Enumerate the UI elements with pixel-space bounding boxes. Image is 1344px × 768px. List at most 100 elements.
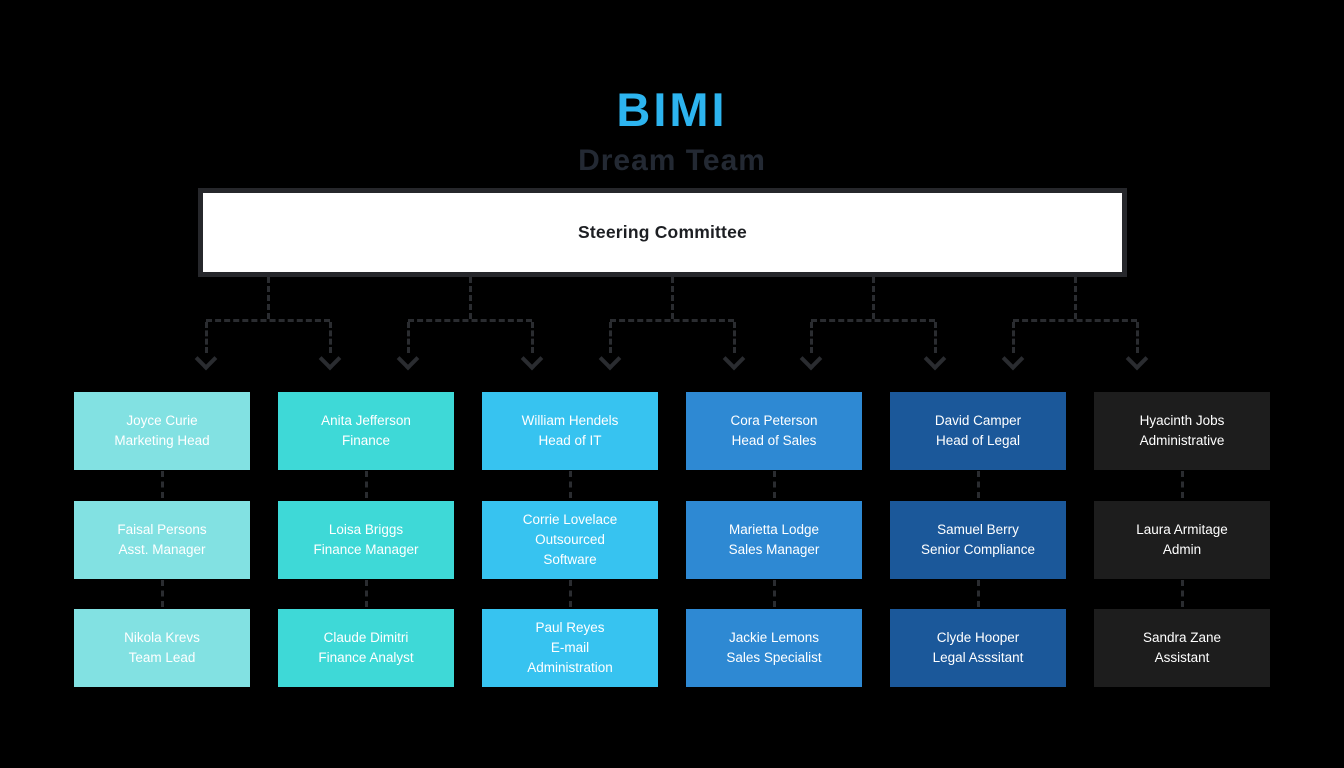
member-name: Sandra Zane xyxy=(1142,630,1222,645)
arrow-down-icon xyxy=(396,347,420,371)
member-card: Faisal Persons Asst. Manager xyxy=(74,501,250,579)
connector-horizontal-line xyxy=(408,319,532,322)
member-name: Marietta Lodge xyxy=(728,522,820,537)
member-role: Administrative xyxy=(1139,433,1225,448)
member-role: Finance Manager xyxy=(313,542,419,557)
arrow-down-icon xyxy=(1125,347,1149,371)
arrow-down-icon xyxy=(520,347,544,371)
connector-row-link xyxy=(1181,580,1184,607)
arrow-down-icon xyxy=(318,347,342,371)
connector-drop-line xyxy=(872,277,875,319)
member-name: Hyacinth Jobs xyxy=(1139,413,1225,428)
member-card: Hyacinth Jobs Administrative xyxy=(1094,392,1270,470)
connector-arrow-line xyxy=(329,322,332,353)
member-role: Senior Compliance xyxy=(920,542,1036,557)
member-role: Sales Specialist xyxy=(726,650,822,665)
connector-row-link xyxy=(569,580,572,607)
connector-horizontal-line xyxy=(811,319,935,322)
member-card: Corrie Lovelace Outsourced Software xyxy=(482,501,658,579)
connector-arrow-line xyxy=(1012,322,1015,353)
member-role: E-mail Administration xyxy=(527,640,613,675)
member-role: Outsourced Software xyxy=(535,532,605,567)
connector-arrow-line xyxy=(407,322,410,353)
member-role: Team Lead xyxy=(128,650,196,665)
arrow-down-icon xyxy=(923,347,947,371)
member-name: Samuel Berry xyxy=(937,522,1019,537)
member-name: Joyce Curie xyxy=(126,413,198,428)
member-card: Marietta Lodge Sales Manager xyxy=(686,501,862,579)
member-role: Asst. Manager xyxy=(118,542,206,557)
member-card: Sandra Zane Assistant xyxy=(1094,609,1270,687)
page-subtitle: Dream Team xyxy=(578,144,766,177)
connector-row-link xyxy=(773,580,776,607)
member-name: Clyde Hooper xyxy=(936,630,1020,645)
member-role: Legal Asssitant xyxy=(932,650,1024,665)
member-role: Head of Sales xyxy=(731,433,817,448)
connector-row-link xyxy=(365,580,368,607)
member-name: Faisal Persons xyxy=(117,522,207,537)
arrow-down-icon xyxy=(1001,347,1025,371)
member-name: Loisa Briggs xyxy=(328,522,404,537)
connector-arrow-line xyxy=(531,322,534,353)
member-role: Marketing Head xyxy=(114,433,210,448)
member-card: Clyde Hooper Legal Asssitant xyxy=(890,609,1066,687)
connector-horizontal-line xyxy=(610,319,734,322)
member-card: Jackie Lemons Sales Specialist xyxy=(686,609,862,687)
member-card: Nikola Krevs Team Lead xyxy=(74,609,250,687)
member-role: Sales Manager xyxy=(728,542,820,557)
connector-row-link xyxy=(773,471,776,498)
member-card: Joyce Curie Marketing Head xyxy=(74,392,250,470)
member-name: Anita Jefferson xyxy=(321,413,411,428)
member-card: William Hendels Head of IT xyxy=(482,392,658,470)
member-role: Finance Analyst xyxy=(318,650,414,665)
connector-arrow-line xyxy=(609,322,612,353)
arrow-down-icon xyxy=(722,347,746,371)
member-card: Anita Jefferson Finance xyxy=(278,392,454,470)
connector-horizontal-line xyxy=(1013,319,1137,322)
arrow-down-icon xyxy=(194,347,218,371)
connector-row-link xyxy=(977,580,980,607)
member-role: Assistant xyxy=(1154,650,1210,665)
connector-arrow-line xyxy=(733,322,736,353)
member-card: Loisa Briggs Finance Manager xyxy=(278,501,454,579)
member-role: Admin xyxy=(1162,542,1202,557)
member-role: Finance xyxy=(341,433,391,448)
member-role: Head of Legal xyxy=(935,433,1021,448)
steering-committee-box: Steering Committee xyxy=(198,188,1127,277)
connector-arrow-line xyxy=(205,322,208,353)
arrow-down-icon xyxy=(598,347,622,371)
member-card: David Camper Head of Legal xyxy=(890,392,1066,470)
connector-row-link xyxy=(1181,471,1184,498)
member-name: Jackie Lemons xyxy=(728,630,820,645)
connector-drop-line xyxy=(267,277,270,319)
member-name: Corrie Lovelace xyxy=(522,512,618,527)
connector-arrow-line xyxy=(810,322,813,353)
connector-row-link xyxy=(977,471,980,498)
arrow-down-icon xyxy=(799,347,823,371)
connector-row-link xyxy=(365,471,368,498)
member-name: Cora Peterson xyxy=(730,413,818,428)
member-card: Samuel Berry Senior Compliance xyxy=(890,501,1066,579)
member-name: Claude Dimitri xyxy=(323,630,409,645)
member-name: Laura Armitage xyxy=(1136,522,1228,537)
member-name: David Camper xyxy=(934,413,1022,428)
member-card: Cora Peterson Head of Sales xyxy=(686,392,862,470)
connector-arrow-line xyxy=(934,322,937,353)
connector-drop-line xyxy=(469,277,472,319)
member-card: Laura Armitage Admin xyxy=(1094,501,1270,579)
connector-horizontal-line xyxy=(206,319,330,322)
connector-arrow-line xyxy=(1136,322,1139,353)
connector-drop-line xyxy=(1074,277,1077,319)
connector-row-link xyxy=(569,471,572,498)
page-title: BIMI xyxy=(616,83,728,136)
member-name: Paul Reyes xyxy=(535,620,605,635)
steering-committee-label: Steering Committee xyxy=(578,222,747,242)
connector-row-link xyxy=(161,580,164,607)
connector-drop-line xyxy=(671,277,674,319)
member-card: Paul Reyes E-mail Administration xyxy=(482,609,658,687)
member-card: Claude Dimitri Finance Analyst xyxy=(278,609,454,687)
member-name: William Hendels xyxy=(521,413,619,428)
member-role: Head of IT xyxy=(538,433,602,448)
member-name: Nikola Krevs xyxy=(124,630,200,645)
